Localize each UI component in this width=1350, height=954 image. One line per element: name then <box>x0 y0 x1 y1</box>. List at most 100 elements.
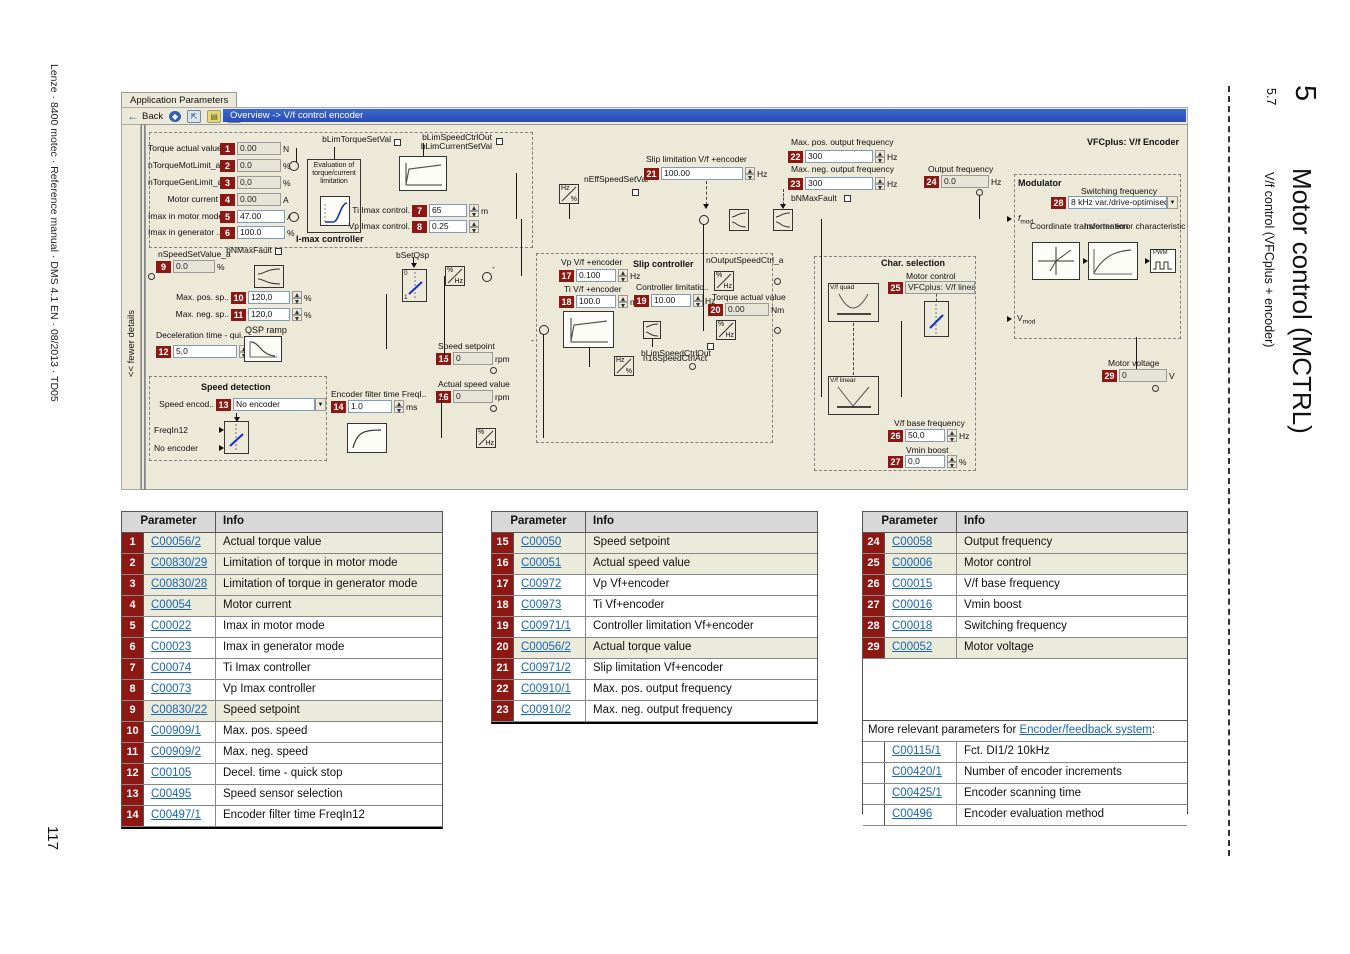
parameter-link[interactable]: C00074 <box>151 662 192 674</box>
row-info: Vp Imax controller <box>223 683 316 695</box>
ti-vf-input[interactable]: 100.0 <box>576 295 616 308</box>
max-pos-freq-input[interactable]: 300 <box>805 150 873 163</box>
vmin-boost-input[interactable]: 0,0 <box>905 455 945 468</box>
row-info: Limitation of torque in generator mode <box>223 578 418 590</box>
switching-frequency-dropdown[interactable]: 8 kHz var./drive-optimised▼ <box>1068 196 1178 209</box>
parameter-link[interactable]: C00909/1 <box>151 725 201 737</box>
parameter-link[interactable]: C00056/2 <box>151 536 201 548</box>
spinner[interactable] <box>693 294 703 307</box>
parameter-link[interactable]: C00016 <box>892 599 933 611</box>
slip-pi-block <box>563 311 614 348</box>
row-number: 4 <box>122 596 144 616</box>
parameter-link[interactable]: C00496 <box>892 808 933 820</box>
parameter-link[interactable]: C00830/29 <box>151 557 208 569</box>
parameter-link[interactable]: C00018 <box>892 620 933 632</box>
parameter-link[interactable]: C00910/2 <box>521 704 571 716</box>
spinner[interactable] <box>469 204 479 217</box>
parameter-link[interactable]: C00909/2 <box>151 746 201 758</box>
parameter-link[interactable]: C00971/2 <box>521 662 571 674</box>
parameter-link[interactable]: C00830/28 <box>151 578 208 590</box>
parameter-link[interactable]: C00420/1 <box>892 766 942 778</box>
fewer-details-strip[interactable]: << fewer details <box>121 124 141 490</box>
field-label: Slip limitation V/f +encoder <box>646 154 747 164</box>
vf-quad-block: V/f quad <box>828 283 879 322</box>
header-info: Info <box>964 515 986 527</box>
back-button[interactable]: ←Back <box>127 109 163 123</box>
limiter-icon <box>257 268 281 285</box>
chevron-down-icon[interactable]: ▼ <box>1167 196 1178 209</box>
chevron-down-icon[interactable]: ▼ <box>315 398 326 411</box>
signal-connector <box>394 139 401 146</box>
ti-imax-input[interactable]: 65 <box>429 204 467 217</box>
tab-application-parameters[interactable]: Application Parameters <box>121 92 238 108</box>
parameter-link[interactable]: C00023 <box>151 641 192 653</box>
parameter-link[interactable]: C00054 <box>151 599 192 611</box>
parameter-link[interactable]: C00015 <box>892 578 933 590</box>
switch-icon <box>929 304 944 334</box>
parameter-link[interactable]: C00425/1 <box>892 787 942 799</box>
parameter-link[interactable]: C00058 <box>892 536 933 548</box>
encoder-feedback-link[interactable]: Encoder/feedback system <box>1019 724 1152 736</box>
parameter-link[interactable]: C00073 <box>151 683 192 695</box>
imax-generator-input[interactable]: 100.0 <box>237 226 285 239</box>
header-parameter: Parameter <box>863 512 957 532</box>
keyboard-icon[interactable]: ▤ <box>207 109 222 123</box>
parameter-link[interactable]: C00056/2 <box>521 641 571 653</box>
coord-transform-label: Coordinate transformation <box>1030 221 1129 231</box>
parameter-link[interactable]: C00495 <box>151 788 192 800</box>
row-info: Max. neg. speed <box>223 746 309 758</box>
spinner[interactable] <box>618 269 628 282</box>
parameter-link[interactable]: C00050 <box>521 536 562 548</box>
spinner[interactable] <box>875 177 885 190</box>
encoder-filter-input[interactable]: 1.0 <box>348 400 392 413</box>
spinner[interactable] <box>292 308 302 321</box>
speed-encoder-dropdown[interactable]: No encoder▼ <box>233 398 326 411</box>
pt1-curve-icon <box>352 429 382 449</box>
parameter-link[interactable]: C00971/1 <box>521 620 571 632</box>
vp-imax-input[interactable]: 0.25 <box>429 220 467 233</box>
export-window-icon[interactable]: ⇱ <box>187 109 202 123</box>
parameter-link[interactable]: C00051 <box>521 557 562 569</box>
wire <box>516 173 517 219</box>
parameter-link[interactable]: C00497/1 <box>151 809 201 821</box>
spinner[interactable] <box>394 400 404 413</box>
parameter-link[interactable]: C00105 <box>151 767 192 779</box>
navigate-icon[interactable]: ◆ <box>169 110 182 122</box>
parameter-link[interactable]: C00006 <box>892 557 933 569</box>
row-number-empty <box>863 805 885 825</box>
parameter-link[interactable]: C00022 <box>151 620 192 632</box>
table-row: 7 C00074 Ti Imax controller <box>122 659 442 680</box>
section-number: 5.7 <box>1264 88 1278 106</box>
parameter-link[interactable]: C00052 <box>892 641 933 653</box>
parameter-link[interactable]: C00972 <box>521 578 562 590</box>
spinner[interactable] <box>292 291 302 304</box>
inverter-error-block <box>1088 242 1138 280</box>
modulator-box <box>1014 174 1181 339</box>
spinner[interactable] <box>618 295 628 308</box>
back-arrow-icon: ← <box>127 109 139 123</box>
spinner[interactable] <box>875 150 885 163</box>
decel-time-input[interactable]: 5,0 <box>173 345 237 358</box>
parameter-link[interactable]: C00115/1 <box>892 745 942 757</box>
marker-5: 5 <box>220 210 235 223</box>
signal-FreqIn12: FreqIn12 <box>154 425 189 435</box>
parameter-link[interactable]: C00910/1 <box>521 683 571 695</box>
imax-motor-input[interactable]: 47.00 <box>237 210 285 223</box>
switch-icon <box>408 272 423 299</box>
spinner[interactable] <box>745 167 755 180</box>
parameter-link[interactable]: C00830/22 <box>151 704 208 716</box>
table-row: 3 C00830/28 Limitation of torque in gene… <box>122 575 442 596</box>
vp-vf-input[interactable]: 0.100 <box>576 269 616 282</box>
controller-limitation-input[interactable]: 10.00 <box>651 294 691 307</box>
spinner[interactable] <box>947 455 957 468</box>
spinner[interactable] <box>469 220 479 233</box>
max-pos-speed-input[interactable]: 120,0 <box>248 291 290 304</box>
parameter-link[interactable]: C00973 <box>521 599 562 611</box>
more-relevant-parameters: More relevant parameters for Encoder/fee… <box>863 720 1187 742</box>
unit: % <box>283 177 291 188</box>
slip-limitation-input[interactable]: 100.00 <box>661 167 743 180</box>
vf-base-freq-input[interactable]: 50,0 <box>905 429 945 442</box>
max-neg-freq-input[interactable]: 300 <box>805 177 873 190</box>
max-neg-speed-input[interactable]: 120,0 <box>248 308 290 321</box>
spinner[interactable] <box>947 429 957 442</box>
